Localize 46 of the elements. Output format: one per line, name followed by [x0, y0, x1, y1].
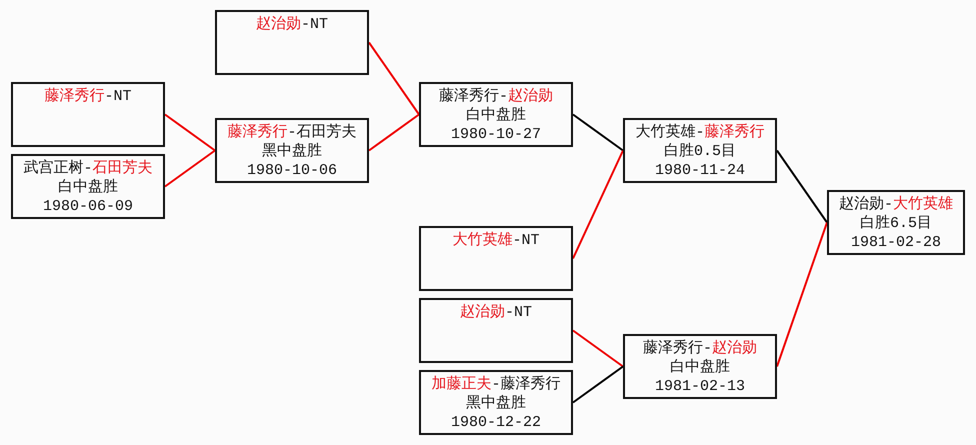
players-text: 赵治勋-NT [460, 304, 532, 321]
bracket-box [827, 190, 965, 255]
date-text: 1980-06-09 [42, 198, 133, 215]
result-text: 黑中盘胜 [466, 395, 526, 412]
bracket-line [572, 330, 624, 368]
players-text: 藤泽秀行-NT [44, 88, 132, 105]
bracket-line [368, 114, 420, 152]
players-text: 赵治勋-大竹英雄 [838, 196, 953, 213]
date-text: 1980-11-24 [654, 162, 745, 179]
players-text: 武宫正树-石田芳夫 [23, 160, 152, 177]
bracket-line [776, 150, 828, 224]
bracket-box [623, 118, 777, 183]
date-text: 1980-10-06 [246, 162, 337, 179]
players-text: 大竹英雄-藤泽秀行 [635, 124, 764, 141]
bracket-box [419, 226, 573, 291]
bracket-box [419, 82, 573, 147]
players-text: 藤泽秀行-赵治勋 [642, 340, 757, 357]
date-text: 1980-12-22 [450, 414, 541, 431]
players-text: 赵治勋-NT [256, 16, 328, 33]
players-text: 大竹英雄-NT [452, 232, 540, 249]
date-text: 1981-02-13 [654, 378, 745, 395]
bracket-line [776, 222, 828, 367]
result-text: 白中盘胜 [466, 107, 526, 124]
bracket-box [215, 118, 369, 183]
bracket-line [164, 150, 216, 188]
result-text: 白胜6.5目 [860, 215, 932, 232]
players-text: 藤泽秀行-赵治勋 [438, 88, 553, 105]
date-text: 1980-10-27 [450, 126, 541, 143]
result-text: 白胜0.5目 [664, 143, 736, 160]
bracket-line [368, 42, 420, 116]
bracket-line [572, 366, 624, 404]
result-text: 黑中盘胜 [262, 143, 322, 160]
bracket-box [419, 298, 573, 363]
bracket-box [215, 10, 369, 75]
bracket-box [11, 82, 165, 147]
bracket-box [419, 370, 573, 435]
bracket-box [623, 334, 777, 399]
result-text: 白中盘胜 [58, 179, 118, 196]
result-text: 白中盘胜 [670, 359, 730, 376]
bracket-line [572, 150, 624, 259]
date-text: 1981-02-28 [850, 234, 941, 251]
players-text: 藤泽秀行-石田芳夫 [227, 124, 356, 141]
bracket-line [572, 114, 624, 152]
players-text: 加藤正夫-藤泽秀行 [431, 376, 560, 393]
bracket-box [11, 154, 165, 219]
bracket-line [164, 114, 216, 152]
